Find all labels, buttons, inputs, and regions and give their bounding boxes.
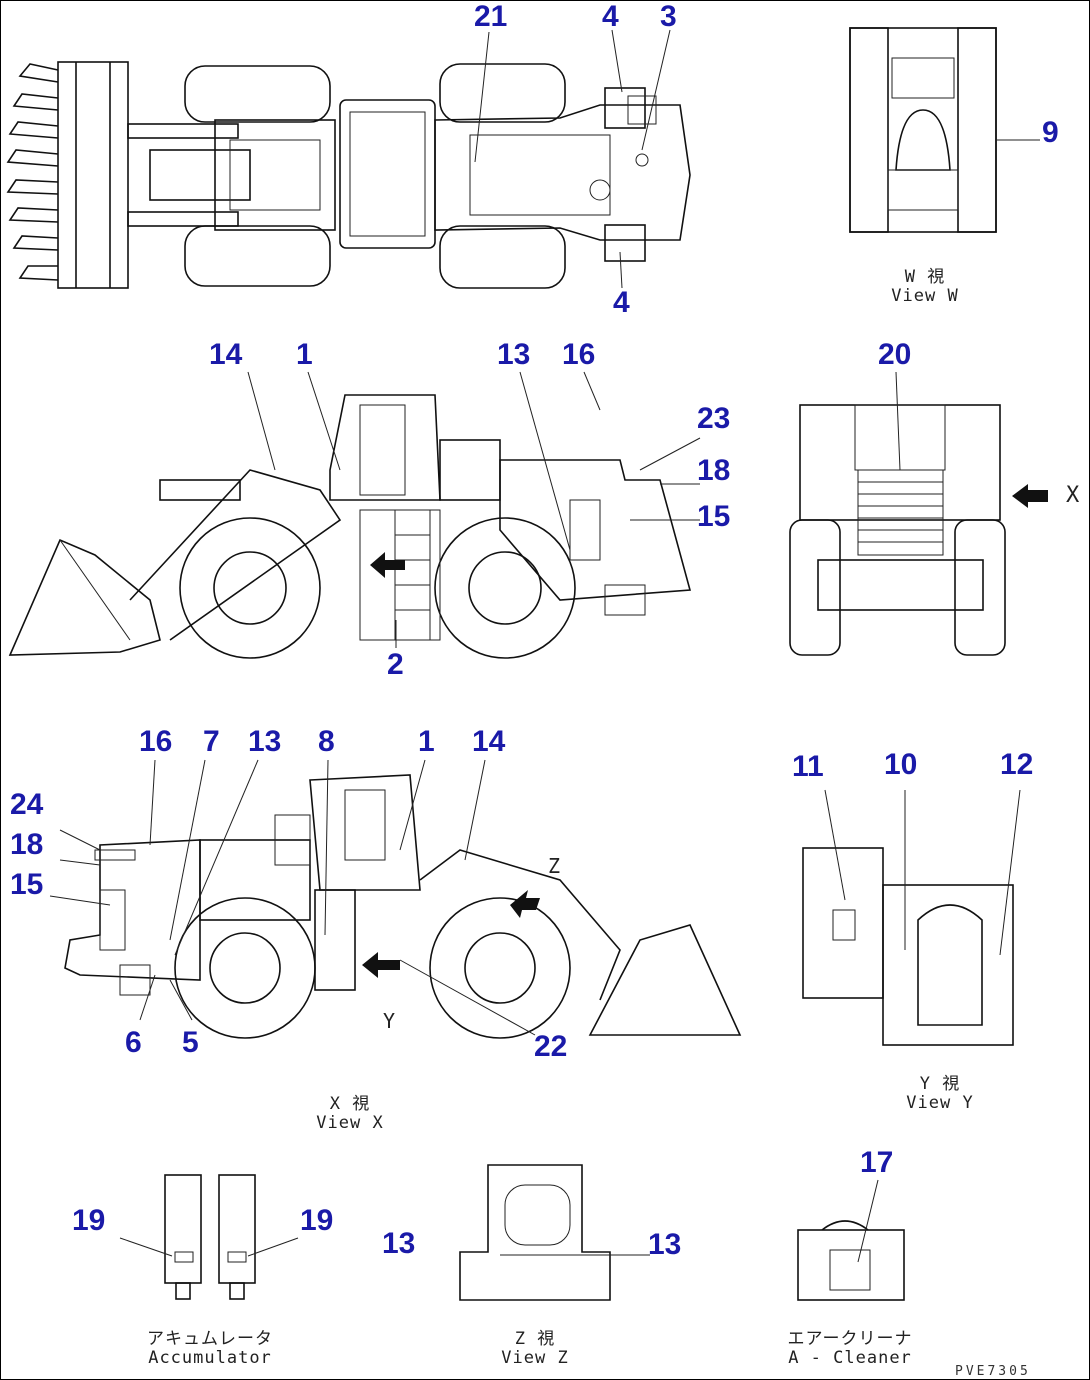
- view-z-drawing: [459, 1164, 650, 1301]
- view-x-mark: X: [1066, 483, 1081, 508]
- callout-x-16: 16: [139, 725, 173, 758]
- callout-x-22: 22: [534, 1030, 568, 1063]
- view-y-caption-en: View Y: [906, 1092, 974, 1113]
- callout-z-13b: 13: [648, 1228, 682, 1261]
- callout-x-6: 6: [125, 1026, 142, 1059]
- top-view-drawing: [6, 29, 691, 289]
- view-w-drawing: [849, 27, 1040, 233]
- side-view-left-drawing: [8, 371, 701, 659]
- callout-x-14: 14: [472, 725, 506, 758]
- callout-y-10: 10: [884, 748, 918, 781]
- view-y-drawing: [802, 789, 1021, 1046]
- air-cleaner-caption: エアークリーナ A - Cleaner: [770, 1330, 930, 1367]
- callout-top-3: 3: [660, 0, 677, 33]
- callout-rear-20: 20: [878, 338, 912, 371]
- view-w-caption-jp: W 視: [904, 267, 946, 287]
- callout-x-8: 8: [318, 725, 335, 758]
- callout-acc-19a: 19: [72, 1204, 106, 1237]
- view-w-caption: W 視 View W: [870, 268, 980, 305]
- view-z-mark: Z: [548, 854, 562, 878]
- accumulator-caption-jp: アキュムレータ: [147, 1329, 273, 1349]
- callout-side-15: 15: [697, 500, 731, 533]
- callout-x-18: 18: [10, 828, 44, 861]
- view-x-caption-jp: X 視: [329, 1094, 371, 1114]
- callout-side-23: 23: [697, 402, 731, 435]
- callout-ac-17: 17: [860, 1146, 894, 1179]
- view-y-mark: Y: [383, 1009, 397, 1033]
- view-y-caption: Y 視 View Y: [885, 1075, 995, 1112]
- accumulator-caption-en: Accumulator: [148, 1347, 272, 1368]
- callout-top-4b: 4: [613, 286, 630, 319]
- callout-z-13a: 13: [382, 1227, 416, 1260]
- view-w-caption-en: View W: [891, 285, 959, 306]
- callout-y-11: 11: [792, 750, 824, 783]
- callout-x-1: 1: [418, 725, 435, 758]
- callout-side-2: 2: [387, 648, 404, 681]
- callout-top-21: 21: [474, 0, 508, 33]
- air-cleaner-caption-jp: エアークリーナ: [787, 1329, 913, 1349]
- callout-x-7: 7: [203, 725, 220, 758]
- air-cleaner-drawing: [797, 1179, 905, 1301]
- air-cleaner-caption-en: A - Cleaner: [788, 1347, 912, 1368]
- view-y-caption-jp: Y 視: [919, 1074, 961, 1094]
- drawing-code: PVE7305: [955, 1364, 1031, 1379]
- view-x-caption: X 視 View X: [295, 1095, 405, 1132]
- accumulator-caption: アキュムレータ Accumulator: [130, 1330, 290, 1367]
- view-x-drawing: [49, 759, 742, 1039]
- callout-view-w-9: 9: [1042, 116, 1059, 149]
- callout-side-14: 14: [209, 338, 243, 371]
- view-x-caption-en: View X: [316, 1112, 384, 1133]
- callout-side-16: 16: [562, 338, 596, 371]
- callout-top-4a: 4: [602, 0, 619, 33]
- callout-side-13: 13: [497, 338, 531, 371]
- view-z-caption: Z 視 View Z: [480, 1330, 590, 1367]
- accumulator-drawing: [119, 1174, 299, 1300]
- callout-x-15: 15: [10, 868, 44, 901]
- callout-x-5: 5: [182, 1026, 199, 1059]
- callout-side-18: 18: [697, 454, 731, 487]
- callout-acc-19b: 19: [300, 1204, 334, 1237]
- view-z-caption-en: View Z: [501, 1347, 569, 1368]
- rear-view-drawing: [789, 371, 1048, 656]
- view-z-caption-jp: Z 視: [514, 1329, 556, 1349]
- callout-x-13: 13: [248, 725, 282, 758]
- callout-y-12: 12: [1000, 748, 1034, 781]
- callout-x-24: 24: [10, 788, 44, 821]
- callout-side-1: 1: [296, 338, 313, 371]
